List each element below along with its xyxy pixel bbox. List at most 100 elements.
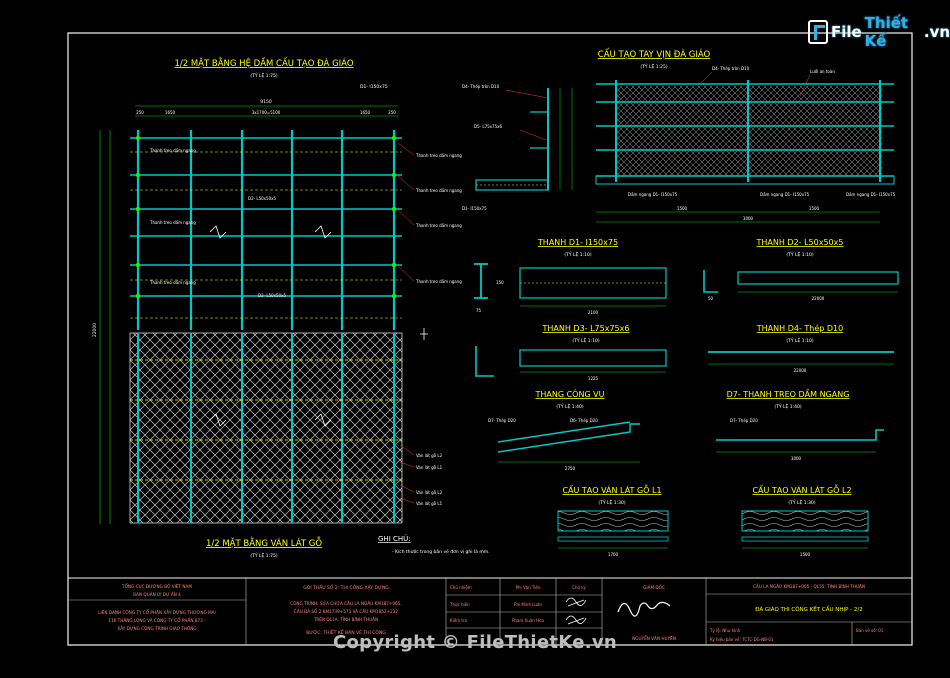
role-2: Thực hiện bbox=[449, 602, 470, 607]
handrail-dim-half-1: 1500 bbox=[677, 206, 688, 211]
name-2: Phí Minh Luân bbox=[514, 602, 542, 607]
d1-top-label: D1- I150x75 bbox=[360, 84, 388, 90]
rail-beam-label-1: Dầm ngang D1- I150x75 bbox=[628, 192, 678, 197]
dim-w1: 1650 bbox=[165, 110, 176, 115]
plank-l2-scale: (TỶ LỆ 1:30) bbox=[788, 498, 816, 506]
d1-dim-w: 75 bbox=[476, 308, 482, 313]
hanger-label-l3: Thanh treo dầm ngang bbox=[149, 280, 196, 285]
section-detail: D4- Thép tròn D10 D5- L75x75x6 D1- I150x… bbox=[462, 84, 573, 211]
hanger-label-l2: Thanh treo dầm ngang bbox=[149, 220, 196, 225]
plan-planks-title: 1/2 MẶT BẰNG VÁN LÁT GỖ bbox=[206, 536, 322, 549]
plank-l2-callout-1: Ván lát gỗ L2 bbox=[416, 453, 443, 458]
director-name: NGUYỄN VĂN HUYỀN bbox=[632, 636, 676, 641]
plan-beams-title: 1/2 MẶT BẰNG HỆ DẦM CẤU TẠO ĐÀ GIÁO bbox=[174, 56, 353, 69]
ladder-d6-label: D6- Thép D20 bbox=[570, 418, 598, 423]
plank-l1-detail: CẤU TẠO VÁN LÁT GỖ L1 (TỶ LỆ 1:30) 1700 bbox=[557, 483, 669, 557]
notes-line-1: - Kích thước trong bản vẽ đơn vị ghi là … bbox=[392, 548, 490, 555]
plank-l1-title: CẤU TẠO VÁN LÁT GỖ L1 bbox=[562, 483, 661, 496]
role-3: Kiểm tra bbox=[450, 618, 468, 623]
dim-overall-width: 9150 bbox=[260, 99, 272, 105]
handrail-title: CẤU TẠO TAY VỊN ĐÀ GIÁO bbox=[598, 48, 711, 60]
plank-l1-scale: (TỶ LỆ 1:30) bbox=[598, 498, 626, 506]
drawing-code: Ký hiệu bản vẽ: TCTC-DG-NB-01 bbox=[710, 637, 774, 642]
d3-scale: (TỶ LỆ 1:10) bbox=[572, 336, 600, 344]
plank-l1-callout-2: Ván lát gỗ L1 bbox=[416, 501, 443, 506]
d7-length: 3000 bbox=[791, 456, 802, 461]
d3-length: 1225 bbox=[588, 376, 599, 381]
ladder-d7-label: D7- Thép D20 bbox=[488, 418, 516, 423]
d7-detail: D7- THANH TREO DẦM NGANG (TỶ LỆ 1:40) 30… bbox=[716, 387, 884, 461]
d4-rod-label: D4- Thép tròn D10 bbox=[462, 84, 500, 89]
d1-length: 2100 bbox=[588, 310, 599, 315]
plank-l2-callout-2: Ván lát gỗ L2 bbox=[416, 490, 443, 495]
owner-line-1: TỔNG CỤC ĐƯỜNG BỘ VIỆT NAM bbox=[121, 584, 192, 589]
handrail-view: CẤU TẠO TAY VỊN ĐÀ GIÁO (TỶ LỆ 1:25) D4-… bbox=[595, 48, 896, 223]
handrail-dim-total: 3000 bbox=[743, 216, 754, 221]
d4-scale: (TỶ LỆ 1:10) bbox=[786, 336, 814, 344]
plan-planks-scale: (TỶ LỆ 1:75) bbox=[250, 551, 278, 559]
d2-scale: (TỶ LỆ 1:10) bbox=[786, 250, 814, 258]
d1-detail: THANH D1- I150x75 (TỶ LỆ 1:10) 150 75 21… bbox=[474, 238, 667, 315]
sheet-number: Bản vẽ số: 01 bbox=[856, 628, 884, 633]
plan-beams-view: 1/2 MẶT BẰNG HỆ DẦM CẤU TẠO ĐÀ GIÁO (TỶ … bbox=[92, 56, 462, 524]
logo-word-1: File bbox=[830, 23, 862, 41]
handrail-net-label: Lưới an toàn bbox=[810, 69, 835, 74]
contractor-line-2: 116 THĂNG LONG VÀ CÔNG TY CỔ PHẦN 873 - bbox=[108, 618, 206, 623]
ladder-detail: THANG CÔNG VỤ (TỶ LỆ 1:40) 2750 D7- Thép… bbox=[488, 388, 640, 471]
d7-small-label: D7- Thép D20 bbox=[730, 418, 758, 423]
filethietke-logo: File Thiết Kế .vn bbox=[808, 14, 950, 50]
d1-title: THANH D1- I150x75 bbox=[537, 238, 618, 247]
package-text: GÓI THẦU SỐ 2: THI CÔNG XÂY DỰNG bbox=[303, 583, 389, 591]
hanger-label-r2: Thanh treo dầm ngang bbox=[415, 188, 462, 193]
d3-title: THANH D3- L75x75x6 bbox=[542, 324, 630, 333]
signature-mark-1 bbox=[565, 597, 587, 607]
dim-height-total: 22000 bbox=[92, 323, 98, 337]
sign-label: Chữ ký bbox=[572, 585, 586, 590]
director-signature bbox=[617, 601, 671, 617]
hanger-label-r3: Thanh treo dầm ngang bbox=[415, 223, 462, 228]
contractor-line-1: LIÊN DANH CÔNG TY CỔ PHẦN XÂY DỰNG THƯƠN… bbox=[98, 610, 216, 615]
d2-side: 50 bbox=[708, 296, 714, 301]
hanger-label-r4: Thanh treo dầm ngang bbox=[415, 279, 462, 284]
project-line-3: TRÊN QL1A, TỈNH BÌNH THUẬN bbox=[313, 617, 378, 622]
contractor-line-3: XÂY DỰNG CÔNG TRÌNH GIAO THÔNG bbox=[117, 626, 196, 631]
scale-note: Tỷ lệ: Như hình bbox=[709, 628, 741, 633]
d2-detail: THANH D2- L50x50x5 (TỶ LỆ 1:10) 50 22000 bbox=[703, 238, 899, 301]
project-line-1: CÔNG TRÌNH: SỬA CHỮA CẦU LA NGÂU KM187+0… bbox=[290, 601, 402, 606]
logo-word-2: Thiết Kế bbox=[864, 14, 909, 50]
director-title: GIÁM ĐỐC bbox=[643, 585, 665, 590]
copyright-watermark: Copyright © FileThietKe.vn bbox=[332, 632, 618, 653]
d5-label: D5- L75x75x6 bbox=[474, 124, 502, 129]
d4-title: THANH D4- Thép D10 bbox=[756, 323, 843, 333]
handrail-d4-label: D4- Thép tròn D10 bbox=[712, 66, 750, 71]
d2-inner-label-b: D2- L50x50x5 bbox=[258, 293, 286, 298]
d7-scale: (TỶ LỆ 1:40) bbox=[774, 402, 802, 410]
hanger-label-l1: Thanh treo dầm ngang bbox=[149, 148, 196, 153]
drawing-name: ĐÀ GIÁO THI CÔNG KẾT CẤU NHỊP - 2/2 bbox=[755, 605, 863, 613]
role-1: Chủ nhiệm bbox=[450, 585, 472, 590]
ladder-length: 2750 bbox=[565, 466, 576, 471]
notes-block: GHI CHÚ: - Kích thước trong bản vẽ đơn v… bbox=[378, 534, 490, 555]
plank-l1-length: 1700 bbox=[608, 552, 619, 557]
ladder-scale: (TỶ LỆ 1:40) bbox=[556, 402, 584, 410]
dim-w2: 3x1700=5100 bbox=[252, 110, 281, 115]
dim-edge-left: 250 bbox=[136, 110, 144, 115]
dim-edge-right: 250 bbox=[388, 110, 396, 115]
d4-length: 22000 bbox=[794, 368, 807, 373]
plank-l2-length: 1500 bbox=[800, 552, 811, 557]
d2-inner-label-a: D2- L50x50x5 bbox=[248, 196, 276, 201]
handrail-scale: (TỶ LỆ 1:25) bbox=[640, 62, 668, 70]
d3-detail: THANH D3- L75x75x6 (TỶ LỆ 1:10) 1225 bbox=[475, 324, 667, 381]
d1-dim-h: 150 bbox=[496, 280, 504, 285]
owner-line-2: BAN QUẢN LÝ DỰ ÁN 4 bbox=[133, 592, 181, 597]
d2-length: 22000 bbox=[812, 296, 825, 301]
dim-w3: 1650 bbox=[360, 110, 371, 115]
plan-planks-view: Ván lát gỗ L2 Ván lát gỗ L1 Ván lát gỗ L… bbox=[129, 332, 443, 559]
plank-l1-callout-1: Ván lát gỗ L1 bbox=[416, 465, 443, 470]
plan-beams-scale: (TỶ LỆ 1:75) bbox=[250, 71, 278, 79]
project-line-2: CẦU ĐÁ SỐ 2 KM1739+573 VÀ CẦU KM1852+232 bbox=[294, 609, 399, 614]
stage-text: BƯỚC: THIẾT KẾ BẢN VẼ THI CÔNG bbox=[306, 628, 386, 636]
d4-detail: THANH D4- Thép D10 (TỶ LỆ 1:10) 22000 bbox=[708, 323, 894, 373]
logo-mark-icon bbox=[808, 20, 828, 44]
